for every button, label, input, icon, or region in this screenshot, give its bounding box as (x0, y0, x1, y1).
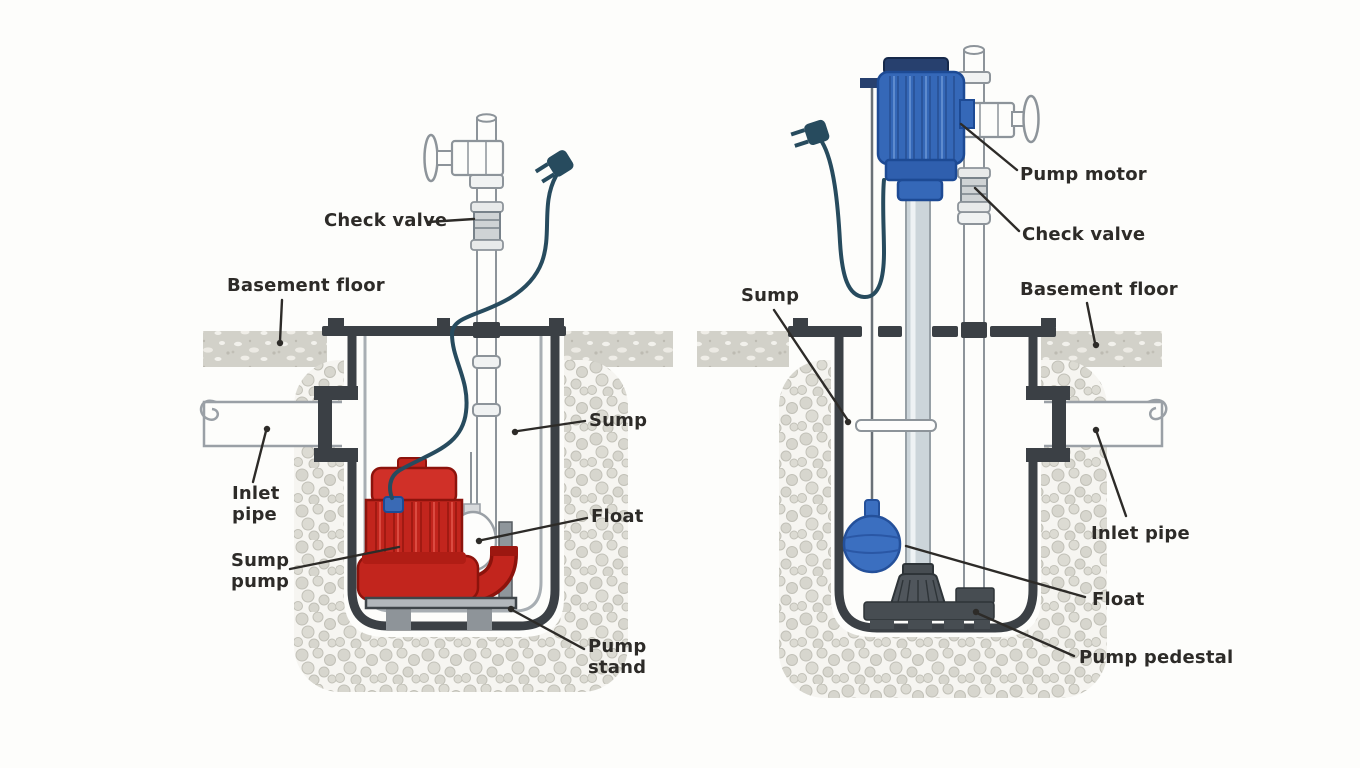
leader-float-left (480, 516, 589, 542)
left-inlet-pipe (199, 386, 360, 462)
right-inlet-pipe (1026, 386, 1168, 462)
leader-inlet-pipe-left (251, 429, 268, 484)
label-inlet-pipe-left: Inlet pipe (232, 483, 280, 526)
leader-basement-floor-right (1085, 301, 1097, 345)
left-pit-lid (322, 318, 566, 336)
right-float (842, 499, 902, 574)
leader-inlet-pipe-right (1095, 431, 1128, 518)
right-pump-pedestal (863, 563, 995, 629)
label-pump-motor-right: Pump motor (1020, 164, 1147, 185)
right-check-valve (957, 167, 991, 213)
leader-basement-floor-left (278, 298, 284, 343)
leader-check-valve-left (426, 217, 476, 224)
label-pump-pedestal-right: Pump pedestal (1079, 647, 1234, 668)
leader-sump-right (772, 308, 849, 421)
right-power-plug (790, 119, 830, 148)
label-basement-floor-left: Basement floor (227, 275, 385, 296)
left-lid-pipe-collar (473, 322, 500, 338)
leader-pump-motor-right (959, 122, 1019, 172)
label-pump-stand-left: Pump stand (588, 636, 647, 679)
left-power-plug (534, 150, 574, 184)
right-power-cord (790, 119, 887, 299)
left-pump-stand (364, 596, 518, 630)
leader-pump-stand-left (512, 609, 586, 651)
right-pump-column (905, 195, 931, 581)
label-basement-floor-right: Basement floor (1020, 279, 1178, 300)
left-gate-valve (423, 133, 505, 189)
label-float-right: Float (1092, 589, 1145, 610)
leader-lines (251, 122, 1128, 658)
pedestal-pump-motor (876, 57, 975, 202)
right-pit-lid (788, 318, 1056, 337)
label-sump-left: Sump (589, 410, 648, 431)
leader-pump-pedestal-right (977, 612, 1076, 658)
label-check-valve-left: Check valve (324, 210, 448, 231)
leader-sump-left (516, 419, 587, 433)
label-sump-right: Sump (741, 285, 800, 306)
left-check-valve (470, 201, 504, 251)
label-inlet-pipe-right: Inlet pipe (1091, 523, 1190, 544)
label-check-valve-right: Check valve (1022, 224, 1146, 245)
left-power-cord (388, 150, 574, 500)
label-sump-pump-left: Sump pump (231, 550, 290, 593)
leader-float-right (904, 544, 1087, 599)
leader-sump-pump-left (288, 545, 401, 571)
label-float-left: Float (591, 506, 644, 527)
submersible-sump-pump (356, 457, 480, 602)
leader-check-valve-right (973, 186, 1021, 233)
